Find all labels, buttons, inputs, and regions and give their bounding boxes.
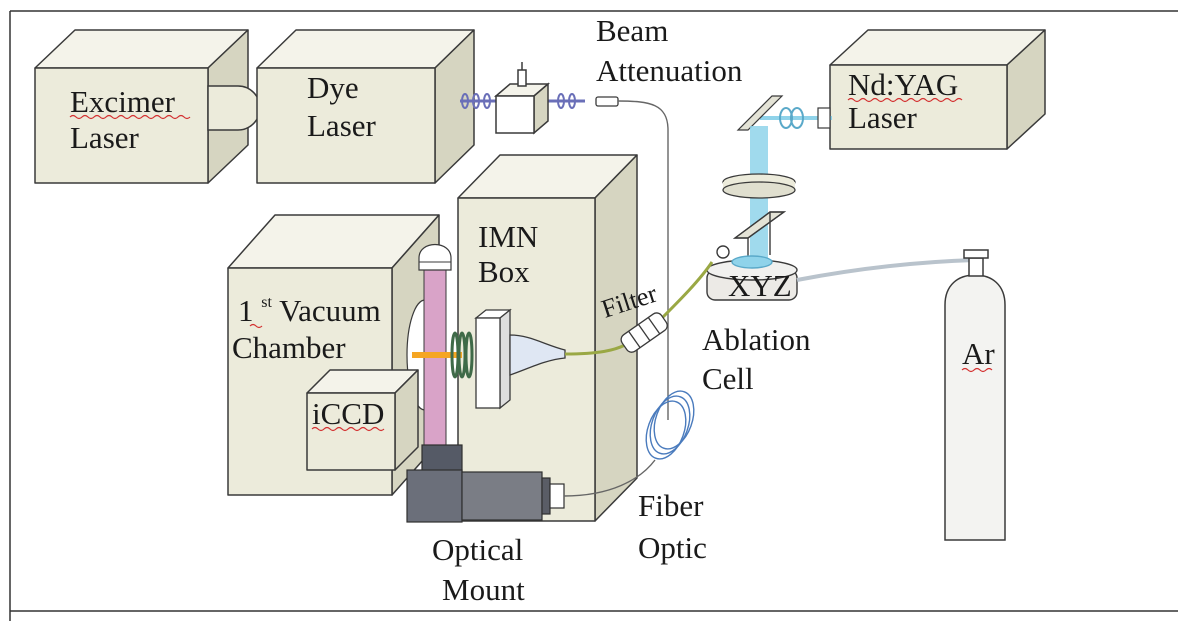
dye-label-line2: Laser (307, 108, 377, 143)
gas-inlet-knob (716, 245, 730, 259)
optical-mount-label-line1: Optical (432, 532, 523, 567)
ndyag-label-line1: Nd:YAG (848, 67, 958, 102)
beam-attenuation-label-line1: Beam (596, 13, 668, 48)
svg-text:Optic: Optic (638, 530, 707, 565)
svg-text:Laser: Laser (307, 108, 377, 143)
imn-label-line2: Box (478, 254, 530, 289)
beam-lens-left (461, 93, 491, 109)
svg-text:Fiber: Fiber (638, 488, 704, 523)
ndyag-spell-underline (847, 97, 963, 103)
svg-text:1 st Vacuum: 1 st Vacuum (238, 279, 381, 328)
svg-text:Laser: Laser (70, 120, 140, 155)
beam-lens-right (557, 93, 576, 109)
argon-gas-line (796, 258, 976, 282)
fiber-optic-line (617, 100, 669, 420)
spectrometer-unit (474, 308, 566, 410)
ndyag-laser-front (829, 64, 1008, 150)
svg-text:Optical: Optical (432, 532, 523, 567)
xyz-label: XYZ (728, 268, 792, 303)
optical-mount-label-line2: Mount (442, 572, 525, 607)
yag-vertical-beam (750, 126, 768, 286)
attenuator-box (493, 62, 551, 135)
fiber-optic-label-line1: Fiber (638, 488, 704, 523)
vacuum-spell-underline (249, 323, 263, 329)
fiber-coil (645, 390, 695, 460)
argon-cylinder (944, 249, 1006, 541)
vacuum-superscript: st (261, 294, 272, 311)
vacuum-label-line2: Chamber (232, 330, 346, 365)
svg-text:Attenuation: Attenuation (596, 53, 743, 88)
vacuum-number: 1 (238, 293, 254, 328)
plasma-dome (418, 244, 452, 271)
svg-text:Laser: Laser (848, 100, 918, 135)
argon-label: Ar (962, 336, 995, 371)
ablation-label-line2: Cell (702, 361, 754, 396)
svg-text:Chamber: Chamber (232, 330, 346, 365)
svg-text:Dye: Dye (307, 70, 359, 105)
svg-text:Excimer: Excimer (70, 84, 176, 119)
svg-text:Beam: Beam (596, 13, 668, 48)
ablation-cell (706, 211, 798, 301)
excimer-label-line2: Laser (70, 120, 140, 155)
excimer-laser-front (34, 67, 209, 184)
ndyag-label-line2: Laser (848, 100, 918, 135)
filter-element (620, 312, 668, 353)
fiber-optic-label-line2: Optic (638, 530, 707, 565)
svg-text:IMN: IMN (478, 219, 538, 254)
excimer-label-line1: Excimer (70, 84, 176, 119)
vacuum-rest: Vacuum (279, 293, 381, 328)
svg-text:Mount: Mount (442, 572, 525, 607)
dye-laser-box (256, 29, 475, 184)
fiber-coupler (595, 96, 619, 107)
svg-text:Nd:YAG: Nd:YAG (848, 67, 958, 102)
optical-mount (406, 444, 565, 523)
beam-attenuation-assembly (460, 62, 619, 135)
fiber-to-mount (563, 459, 656, 497)
iccd-box (306, 369, 419, 471)
svg-text:Box: Box (478, 254, 530, 289)
argon-spell-underline (961, 367, 993, 373)
svg-text:Ar: Ar (962, 336, 995, 371)
chamber-flange-rings (450, 331, 474, 379)
cell-to-filter-line (658, 261, 714, 322)
svg-text:XYZ: XYZ (728, 268, 792, 303)
svg-text:iCCD: iCCD (312, 396, 384, 431)
excimer-dye-connector (207, 85, 261, 131)
yag-beam-optics (722, 95, 832, 286)
iccd-label: iCCD (312, 396, 384, 431)
plasma-emission (412, 352, 462, 358)
turning-mirror (736, 95, 784, 131)
ablation-label-line1: Ablation (702, 322, 811, 357)
svg-text:Cell: Cell (702, 361, 754, 396)
beam-attenuation-label-line2: Attenuation (596, 53, 743, 88)
excimer-laser-box (34, 29, 249, 184)
svg-text:Ablation: Ablation (702, 322, 811, 357)
filter-fiber (564, 343, 626, 356)
iccd-spell-underline (311, 426, 385, 432)
excimer-spell-underline (69, 114, 191, 120)
dye-laser-front (256, 67, 436, 184)
dye-label-line1: Dye (307, 70, 359, 105)
imn-label-line1: IMN (478, 219, 538, 254)
ndyag-laser-box (829, 29, 1046, 150)
